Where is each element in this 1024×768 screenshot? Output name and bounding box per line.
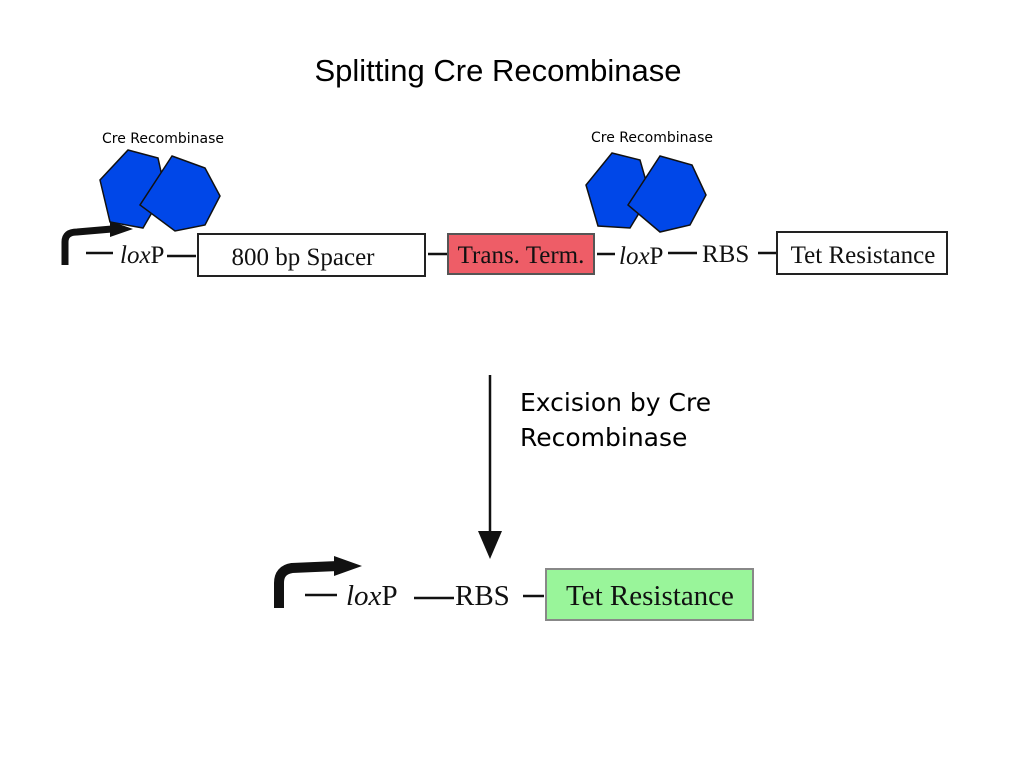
cre-right-protein-icon [585,152,707,233]
tet-resistance-label: Tet Resistance [791,242,936,269]
rbs-label: RBS [455,580,510,612]
spacer-label: 800 bp Spacer [231,244,375,271]
cre-left-label: Cre Recombinase [102,131,224,147]
excision-label-line2: Recombinase [520,423,687,452]
top-construct: Cre Recombinase Cre Recombinase loxP 800… [61,130,948,277]
tet-resistance-active-box [545,568,754,621]
tet-resistance-box [776,231,948,275]
tet-resistance-active-label: Tet Resistance [566,580,734,612]
cre-right-hexagon-front [627,155,707,233]
loxp-1-label: loxP [120,242,164,269]
promoter-arrow-icon [274,556,362,608]
terminator-label: Trans. Term. [458,242,585,269]
excision-arrow [478,375,502,559]
terminator-box [447,233,595,275]
loxp-2-label: loxP [619,243,663,270]
excision-label-line1: Excision by Cre [520,388,711,417]
page-title: Splitting Cre Recombinase [314,53,681,88]
down-arrow-icon [478,531,502,559]
promoter-arrow-icon [61,221,133,265]
cre-left-protein-icon [99,149,221,232]
bottom-construct: loxP RBS Tet Resistance [274,556,754,621]
rbs-label: RBS [702,241,749,268]
cre-left-hexagon-front [138,155,221,232]
loxp-label: loxP [346,580,398,612]
cre-right-label: Cre Recombinase [591,130,713,146]
spacer-box [197,233,426,277]
